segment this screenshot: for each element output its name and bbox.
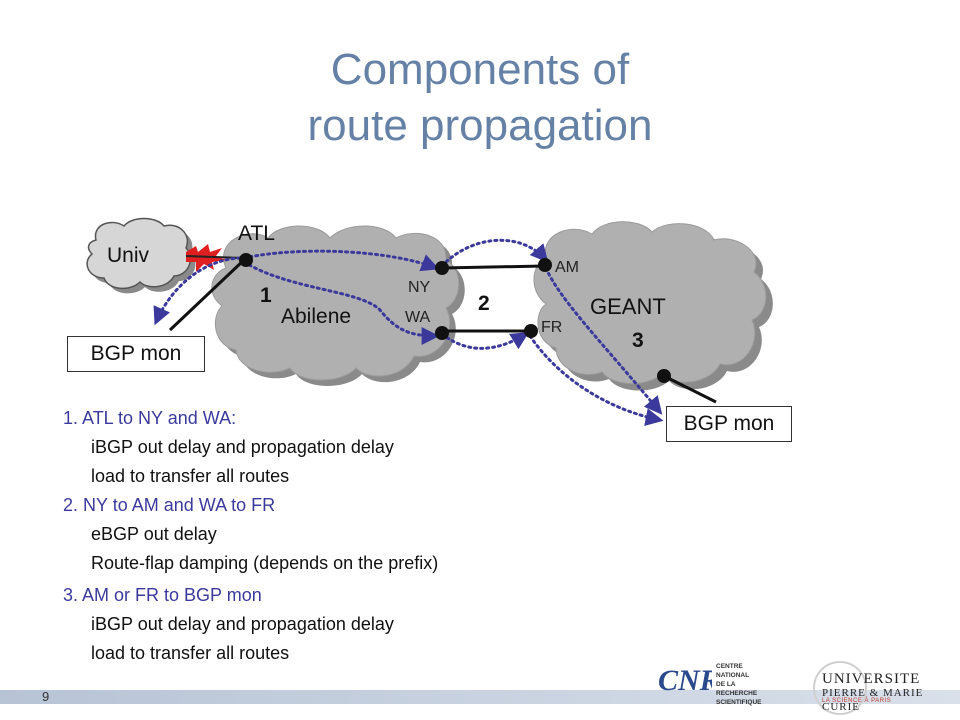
arrow-atl-to-ny — [242, 249, 440, 272]
label-ny: NY — [408, 279, 431, 296]
note-2-heading: 2. NY to AM and WA to FR — [63, 495, 276, 515]
note-3-detail-2: load to transfer all routes — [91, 643, 290, 663]
arrow-atl-to-bgpmon — [153, 256, 242, 326]
upmc-name: UNIVERSITE PIERRE & MARIE CURIE — [822, 672, 960, 714]
label-univ: Univ — [107, 244, 150, 267]
cnrs-logo-text: CNRS — [658, 664, 712, 697]
upmc-tagline: LA SCIENCE À PARIS — [822, 698, 892, 704]
slide-number: 9 — [42, 689, 50, 704]
geant-cloud — [533, 221, 773, 391]
node-ny — [435, 261, 449, 275]
node-wa — [435, 326, 449, 340]
upmc-name-line-1: UNIVERSITE — [822, 671, 921, 687]
cnrs-logo-icon: CNRS — [658, 664, 712, 697]
title-line-2: route propagation — [307, 101, 653, 150]
note-3-heading: 3. AM or FR to BGP mon — [63, 585, 262, 605]
node-geant-monitor — [657, 369, 671, 383]
slide-title: Components of route propagation — [0, 42, 960, 154]
link-failure-flash — [186, 244, 226, 272]
node-am — [538, 258, 552, 272]
arrow-ny-to-am — [440, 238, 549, 268]
note-1-detail-1: iBGP out delay and propagation delay — [91, 437, 394, 457]
step-number-1: 1 — [260, 284, 272, 307]
upmc-name-line-2: PIERRE & MARIE CURIE — [822, 687, 924, 713]
label-fr: FR — [541, 319, 562, 336]
bgp-mon-right-box: BGP mon — [666, 406, 792, 442]
univ-cloud — [86, 217, 196, 294]
footer-bar — [0, 690, 960, 704]
node-fr — [524, 324, 538, 338]
title-line-1: Components of — [330, 45, 630, 94]
note-2-detail-1: eBGP out delay — [91, 524, 217, 544]
label-wa: WA — [405, 309, 431, 326]
step-number-2: 2 — [478, 292, 490, 315]
cnrs-caption: CENTRE NATIONAL DE LA RECHERCHE SCIENTIF… — [716, 662, 776, 707]
cnrs-caption-line-3: SCIENTIFIQUE — [716, 699, 762, 706]
label-am: AM — [555, 259, 579, 276]
step-number-3: 3 — [632, 329, 644, 352]
upmc-seal-icon — [813, 661, 867, 715]
node-atl — [239, 253, 253, 267]
arrow-fr-to-bgpmon — [528, 334, 664, 426]
cnrs-caption-line-2: DE LA RECHERCHE — [716, 681, 758, 697]
atl-bgpmon-link — [168, 258, 246, 332]
note-1-detail-2: load to transfer all routes — [91, 466, 290, 486]
note-3-detail-1: iBGP out delay and propagation delay — [91, 614, 394, 634]
bgp-mon-right-label: BGP mon — [683, 412, 775, 435]
label-atl: ATL — [238, 222, 275, 245]
arrow-wa-to-fr — [440, 332, 530, 350]
arrow-atl-to-wa — [242, 260, 440, 345]
component-notes: 1. ATL to NY and WA: iBGP out delay and … — [63, 404, 438, 668]
bgp-mon-left-label: BGP mon — [90, 342, 182, 365]
arrow-am-to-bgpmon — [544, 266, 663, 415]
abilene-cloud — [211, 225, 465, 386]
note-2-detail-2: Route-flap damping (depends on the prefi… — [91, 553, 439, 573]
geant-bgpmon-link — [663, 374, 717, 404]
label-geant: GEANT — [590, 294, 666, 319]
bgp-mon-left-box: BGP mon — [67, 336, 205, 372]
label-abilene: Abilene — [281, 305, 351, 328]
ny-am-link — [441, 264, 545, 270]
note-1-heading: 1. ATL to NY and WA: — [63, 408, 237, 428]
cnrs-caption-line-1: CENTRE NATIONAL — [716, 663, 750, 679]
